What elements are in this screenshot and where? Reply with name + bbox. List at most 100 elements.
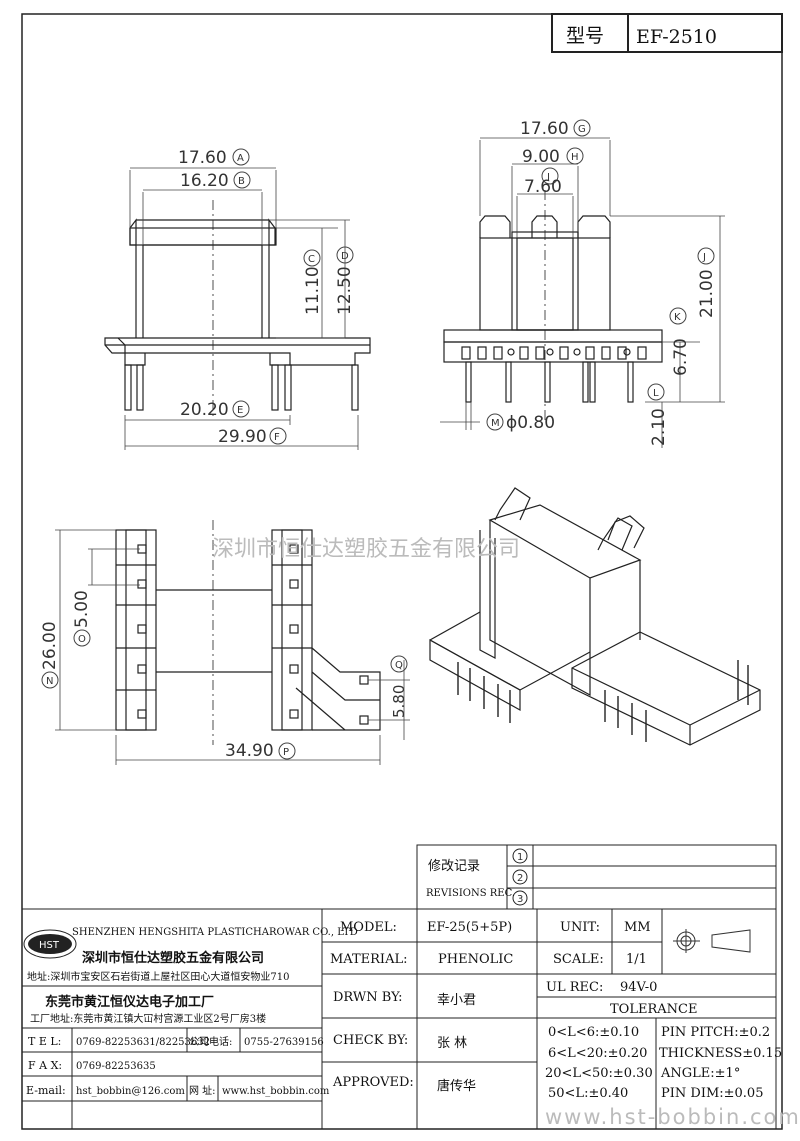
dim-e-value: 20.20 bbox=[180, 400, 229, 420]
dim-a-value: 17.60 bbox=[178, 148, 227, 168]
watermark-center: 深圳市恒仕达塑胶五金有限公司 bbox=[212, 537, 520, 562]
model-title-value: EF-2510 bbox=[636, 26, 717, 48]
dim-c-value: 11.10 bbox=[303, 266, 323, 315]
dim-q-marker bbox=[390, 655, 408, 673]
dim-n-marker bbox=[41, 671, 59, 689]
factory-name: 东莞市黄江恒仪达电子加工厂 bbox=[45, 994, 214, 1010]
spec-approved-value: 唐传华 bbox=[437, 1078, 476, 1094]
fax-value: 0769-82253635 bbox=[76, 1061, 156, 1072]
tol-range-4: 50<L:±0.40 bbox=[548, 1086, 628, 1101]
dim-b-letter: B bbox=[238, 176, 245, 187]
revisions-table bbox=[416, 844, 777, 910]
spec-scale-value: 1/1 bbox=[626, 952, 647, 967]
side-view bbox=[443, 190, 663, 420]
dim-g-letter: G bbox=[578, 124, 586, 135]
company-address: 地址:深圳市宝安区石岩街道上屋社区田心大道恒安物业710 bbox=[27, 970, 289, 983]
dim-k-letter: K bbox=[674, 312, 681, 323]
tol-pin-pitch: PIN PITCH:±0.2 bbox=[661, 1025, 770, 1040]
side-view-dimensions bbox=[440, 137, 725, 448]
dim-i-marker bbox=[541, 167, 559, 185]
dim-a-letter: A bbox=[237, 153, 244, 164]
dim-d-letter: D bbox=[341, 251, 349, 262]
bottom-view-dimensions bbox=[55, 529, 410, 765]
revision-mark-3: 3 bbox=[517, 894, 523, 905]
spec-material-value: PHENOLIC bbox=[438, 952, 513, 967]
spec-scale-label: SCALE: bbox=[553, 952, 604, 967]
dim-g-value: 17.60 bbox=[520, 119, 569, 139]
dim-h-letter: H bbox=[571, 152, 579, 163]
dim-p-letter: P bbox=[283, 747, 289, 758]
spec-ul-label: UL REC: bbox=[546, 980, 603, 995]
spec-unit-label: UNIT: bbox=[560, 920, 600, 935]
company-name-cn: 深圳市恒仕达塑胶五金有限公司 bbox=[82, 950, 264, 966]
front-view bbox=[104, 200, 371, 420]
spec-tolerance-label: TOLERANCE bbox=[610, 1002, 697, 1017]
model-title-label: 型号 bbox=[566, 25, 604, 47]
dim-j-value: 21.00 bbox=[697, 269, 717, 318]
factory-address: 工厂地址:东莞市黄江镇大冚村宫源工业区2号厂房3楼 bbox=[30, 1012, 266, 1025]
company-tel-value: 0755-27639156 bbox=[244, 1037, 324, 1048]
tol-range-1: 0<L<6:±0.10 bbox=[548, 1025, 639, 1040]
model-title-box: 型号 EF-2510 bbox=[551, 13, 783, 53]
scale-symbol bbox=[673, 929, 751, 953]
dim-m-marker bbox=[486, 413, 504, 431]
dim-l-value: 2.10 bbox=[649, 408, 669, 446]
dim-j-marker bbox=[697, 247, 715, 265]
company-block-grid bbox=[21, 908, 323, 1130]
tol-thickness: THICKNESS±0.15 bbox=[659, 1046, 782, 1061]
dim-n-letter: N bbox=[46, 676, 53, 687]
dim-e-marker bbox=[232, 400, 250, 418]
dim-d-marker bbox=[336, 246, 354, 264]
email-label: E-mail: bbox=[26, 1084, 66, 1097]
bottom-dim-labels: 26.00 N 5.00 O 34.90 P Q 5.80 bbox=[40, 590, 408, 761]
dim-c-marker bbox=[303, 249, 321, 267]
web-label: 网 址: bbox=[189, 1084, 216, 1097]
dim-c-letter: C bbox=[308, 254, 315, 265]
spec-check-label: CHECK BY: bbox=[333, 1033, 408, 1048]
email-value: hst_bobbin@126.com bbox=[76, 1086, 185, 1097]
dim-p-marker bbox=[278, 742, 296, 760]
tel-value: 0769-82253631/82253632 bbox=[76, 1037, 210, 1048]
front-dim-labels: 17.60 A 16.20 B 11.10 C 12.50 D 20.20 E … bbox=[178, 148, 355, 447]
tol-pin-dim: PIN DIM:±0.05 bbox=[661, 1086, 763, 1101]
spec-check-value: 张 林 bbox=[437, 1036, 467, 1051]
dim-a-marker bbox=[232, 148, 250, 166]
dim-l-letter: L bbox=[653, 388, 659, 399]
spec-unit-value: MM bbox=[624, 920, 651, 935]
dim-o-letter: O bbox=[78, 634, 86, 645]
company-name-en: SHENZHEN HENGSHITA PLASTICHAROWAR CO., L… bbox=[72, 927, 358, 938]
dim-h-value: 9.00 bbox=[522, 147, 560, 167]
dim-f-letter: F bbox=[274, 432, 280, 443]
dim-o-marker bbox=[73, 629, 91, 647]
company-logo: HST bbox=[23, 929, 77, 959]
dim-g-marker bbox=[573, 119, 591, 137]
dim-b-value: 16.20 bbox=[180, 171, 229, 191]
bottom-view bbox=[115, 520, 381, 745]
spec-drawn-value: 幸小君 bbox=[437, 993, 476, 1008]
dim-o-value: 5.00 bbox=[72, 590, 92, 628]
dim-l-marker bbox=[647, 383, 665, 401]
dim-b-marker bbox=[233, 171, 251, 189]
front-view-dimensions bbox=[124, 167, 359, 450]
tol-range-3: 20<L<50:±0.30 bbox=[545, 1066, 653, 1081]
spec-approved-label: APPROVED: bbox=[332, 1075, 414, 1090]
dim-k-value: 6.70 bbox=[671, 338, 691, 376]
tol-range-2: 6<L<20:±0.20 bbox=[548, 1046, 647, 1061]
tol-angle: ANGLE:±1° bbox=[660, 1066, 740, 1081]
side-dim-labels: 17.60 G 9.00 H I 7.60 21.00 J K 6.70 L 2… bbox=[486, 119, 717, 446]
fax-label: F A X: bbox=[28, 1059, 62, 1072]
company-tel-label: 公司电话: bbox=[189, 1035, 232, 1048]
watermark-bottom: www.hst-bobbin.com bbox=[545, 1105, 800, 1129]
dim-q-value: 5.80 bbox=[390, 685, 408, 718]
dim-f-marker bbox=[269, 427, 287, 445]
web-value: www.hst_bobbin.com bbox=[222, 1086, 330, 1097]
dim-p-value: 34.90 bbox=[225, 741, 274, 761]
dim-m-value: ϕ0.80 bbox=[506, 413, 555, 433]
dim-n-value: 26.00 bbox=[40, 621, 60, 670]
revision-mark-1: 1 bbox=[517, 852, 523, 863]
tel-label: T E L: bbox=[28, 1035, 61, 1048]
spec-model-label: MODEL: bbox=[340, 920, 397, 935]
dim-m-letter: M bbox=[491, 418, 500, 429]
spec-ul-value: 94V-0 bbox=[620, 980, 657, 995]
dim-j-letter: J bbox=[702, 252, 706, 263]
